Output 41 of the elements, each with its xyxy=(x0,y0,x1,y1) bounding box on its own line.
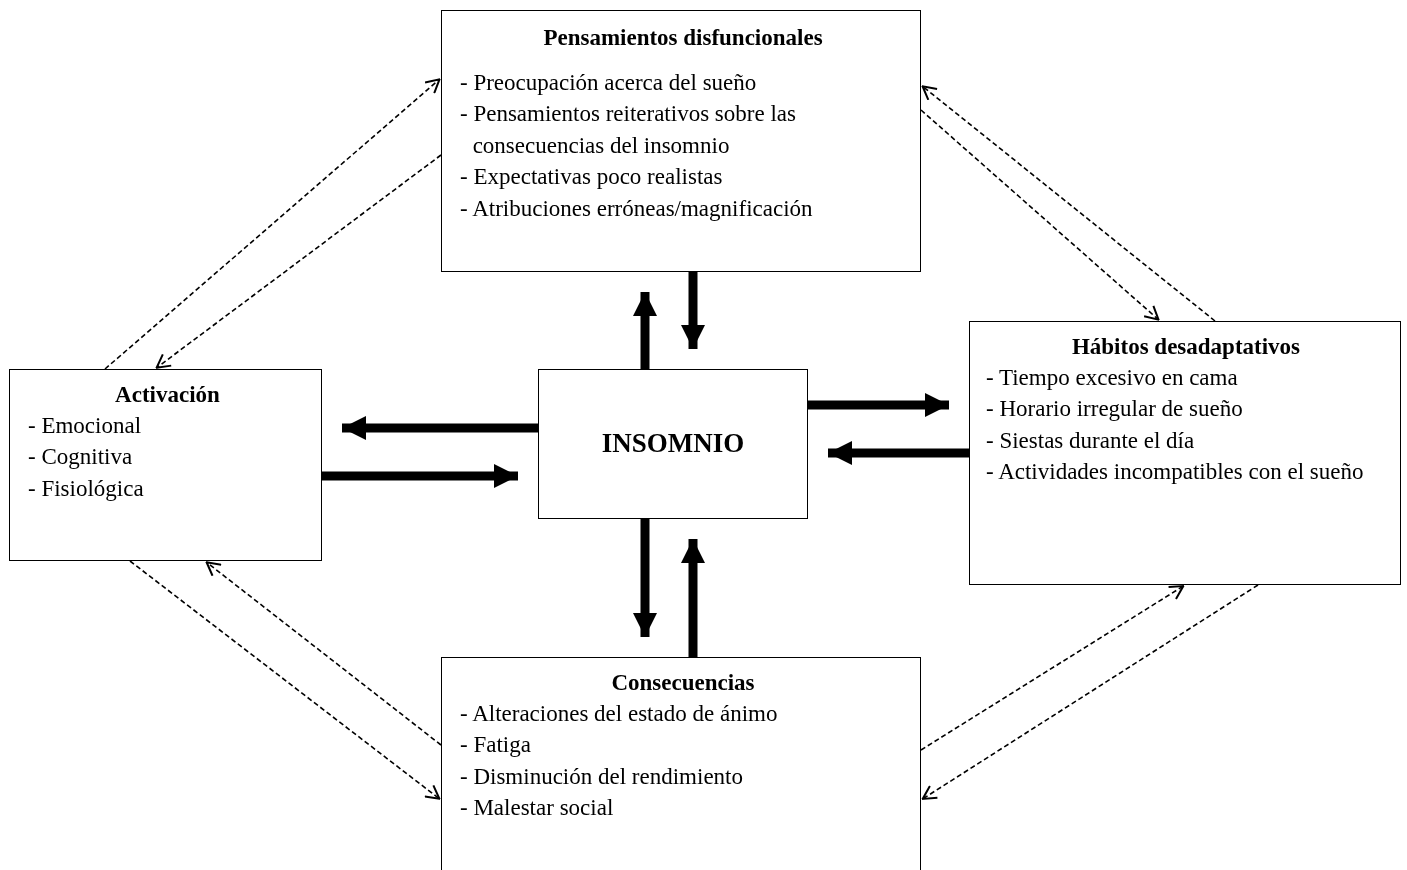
arrow xyxy=(920,109,1160,321)
list-item: - Fatiga xyxy=(460,731,532,760)
process-box xyxy=(9,369,322,561)
list-item: - Malestar social xyxy=(460,794,615,823)
process-box xyxy=(538,369,808,519)
process-box xyxy=(441,657,921,870)
list-item: - Alteraciones del estado de ánimo xyxy=(460,699,779,728)
arrow xyxy=(808,393,949,417)
list-item: - Expectativas poco realistas xyxy=(460,163,724,192)
process-box xyxy=(441,10,921,272)
box-heading: Pensamientos disfuncionales xyxy=(542,24,824,52)
arrow xyxy=(633,292,657,369)
list-item: - Actividades incompatibles con el sueño xyxy=(986,458,1365,487)
arrow xyxy=(828,441,969,465)
arrow xyxy=(129,560,441,800)
list-item: - Cognitiva xyxy=(28,443,134,472)
arrow xyxy=(681,539,705,657)
box-heading: Consecuencias xyxy=(610,669,756,697)
arrow xyxy=(633,519,657,637)
list-item: - Siestas durante el día xyxy=(986,426,1196,455)
arrow xyxy=(920,585,1185,751)
arrow xyxy=(342,416,538,440)
list-item: - Horario irregular de sueño xyxy=(986,395,1244,424)
list-item: - Emocional xyxy=(28,411,143,440)
list-item: - Atribuciones erróneas/magnificación xyxy=(460,194,814,223)
list-item: - Fisiológica xyxy=(28,474,145,503)
list-item: - Tiempo excesivo en cama xyxy=(986,363,1239,392)
box-heading: INSOMNIO xyxy=(601,427,745,461)
arrow xyxy=(921,85,1216,322)
list-item: - Disminución del rendimiento xyxy=(460,762,744,791)
process-box xyxy=(969,321,1401,585)
box-heading: Hábitos desadaptativos xyxy=(1070,333,1302,361)
list-item: - Preocupación acerca del sueño xyxy=(460,68,758,97)
arrow xyxy=(921,584,1259,800)
arrow xyxy=(155,154,442,369)
arrow xyxy=(322,464,518,488)
arrow xyxy=(681,272,705,349)
box-heading: Activación xyxy=(114,381,221,409)
arrow xyxy=(104,78,441,370)
arrow xyxy=(205,561,442,746)
list-item: - Pensamientos reiterativos sobre las consecuencias del insomnio xyxy=(460,100,797,160)
